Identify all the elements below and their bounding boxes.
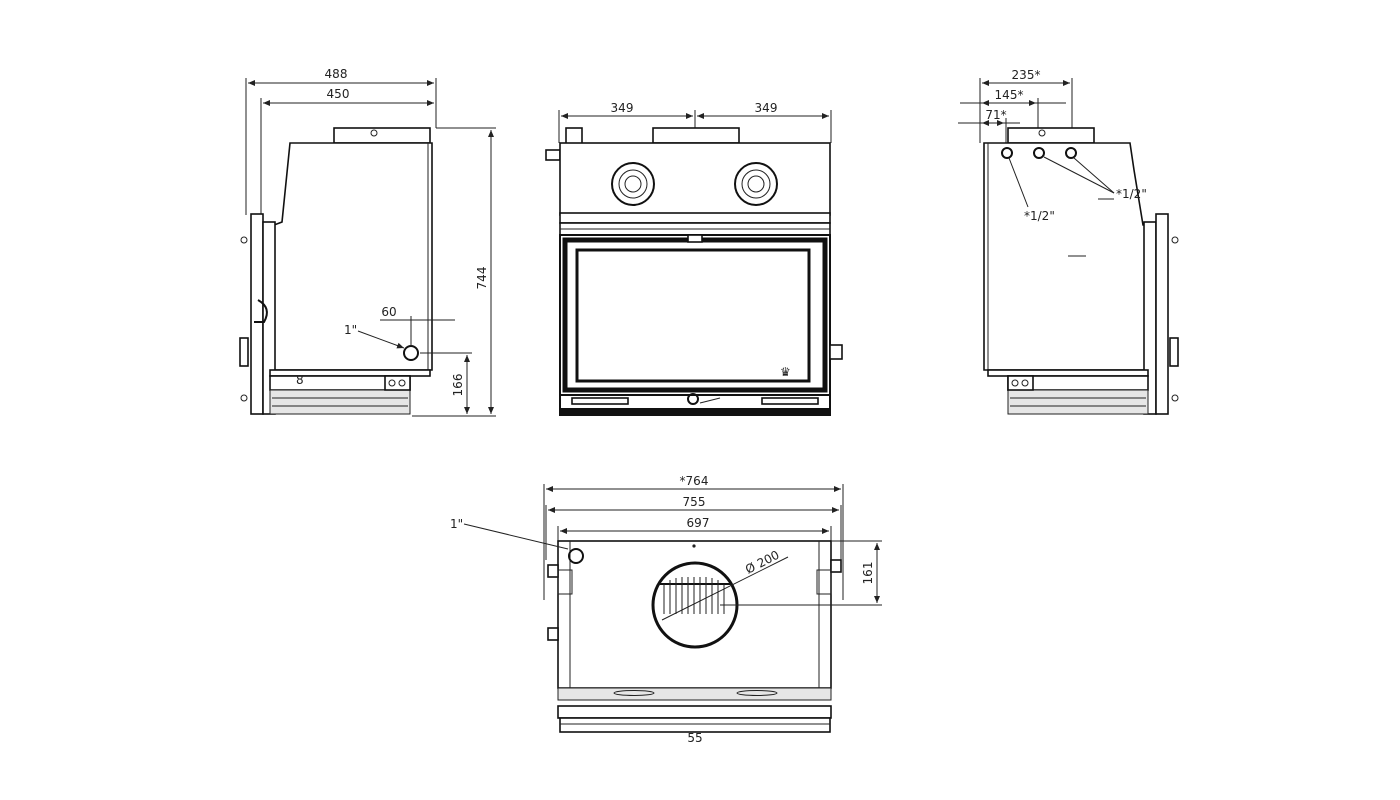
- top-view: *764 755 697 Ø 200: [450, 474, 882, 745]
- dim-349-left: 349: [611, 101, 634, 115]
- drawer-mark: 8: [296, 373, 304, 387]
- dim-145: 145*: [995, 88, 1024, 102]
- dim-bottom-cut: 55: [687, 731, 702, 745]
- dim-755: 755: [683, 495, 706, 509]
- dim-235: 235*: [1012, 68, 1041, 82]
- dim-488: 488: [325, 67, 348, 81]
- label-half-inch-double: *1/2": [1116, 187, 1147, 201]
- dim-166: 166: [451, 374, 465, 397]
- dim-71: 71*: [985, 108, 1006, 122]
- dim-744: 744: [475, 267, 489, 290]
- dim-349-right: 349: [755, 101, 778, 115]
- label-half-inch-single: *1/2": [1024, 209, 1055, 223]
- brand-mark: ♛: [780, 365, 791, 379]
- dim-161: 161: [861, 562, 875, 585]
- label-outlet-left: 1": [344, 323, 357, 337]
- side-view-right: 235* 145* 71* *1/2" *1/2": [958, 68, 1179, 415]
- dim-697: 697: [687, 516, 710, 530]
- front-view: 349 349 ♛: [545, 101, 843, 416]
- dim-450: 450: [327, 87, 350, 101]
- label-outlet-top: 1": [450, 517, 463, 531]
- dim-60: 60: [381, 305, 396, 319]
- outlet-1in-top: [568, 548, 584, 564]
- dim-764: *764: [680, 474, 709, 488]
- side-view-left: 488 450 8 1" 60: [239, 67, 496, 417]
